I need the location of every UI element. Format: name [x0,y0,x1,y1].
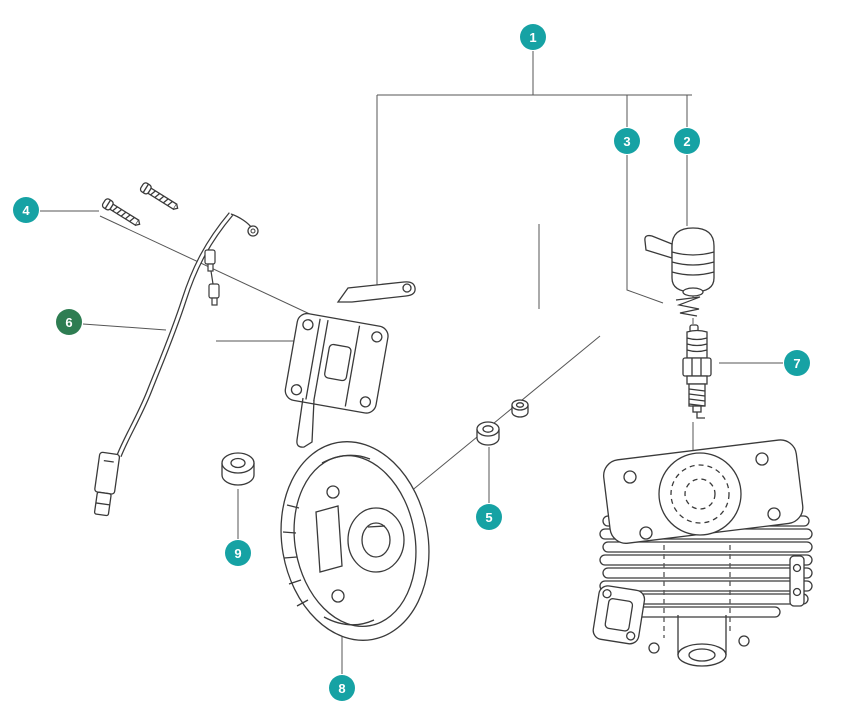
side-bracket [789,555,805,607]
callout-badge-2[interactable]: 2 [674,128,700,154]
flange-collar [221,452,255,486]
spark-plug-cap [644,227,715,297]
spark-plug [682,324,712,419]
callout-label: 2 [683,133,691,149]
callout-badge-8[interactable]: 8 [329,675,355,701]
callout-label: 5 [485,509,493,525]
terminal-spring [675,296,701,317]
cylinder-top-face [603,439,804,544]
ignition-lead-wire [93,212,259,517]
intake-flange [592,585,646,645]
mounting-screws [101,182,179,227]
nut-small [511,399,529,418]
cylinder-skirt [648,615,750,667]
mounting-nuts [476,399,529,446]
callout-label: 9 [234,545,242,561]
hidden-lines [663,545,731,638]
flywheel [280,441,430,641]
nut-part-5 [476,421,500,446]
callout-badge-6[interactable]: 6 [56,309,82,335]
callout-badge-5[interactable]: 5 [476,504,502,530]
callout-badge-4[interactable]: 4 [13,197,39,223]
callout-label: 3 [623,133,631,149]
leader-lines [40,51,783,674]
cylinder [592,439,813,667]
callout-label: 1 [529,29,537,45]
callout-label: 4 [22,202,30,218]
callout-badge-1[interactable]: 1 [520,24,546,50]
callout-badge-7[interactable]: 7 [784,350,810,376]
callout-label: 7 [793,355,801,371]
callout-badge-3[interactable]: 3 [614,128,640,154]
ignition-module [284,281,416,448]
callout-badge-9[interactable]: 9 [225,540,251,566]
callout-label: 8 [338,680,346,696]
callout-label: 6 [65,314,73,330]
